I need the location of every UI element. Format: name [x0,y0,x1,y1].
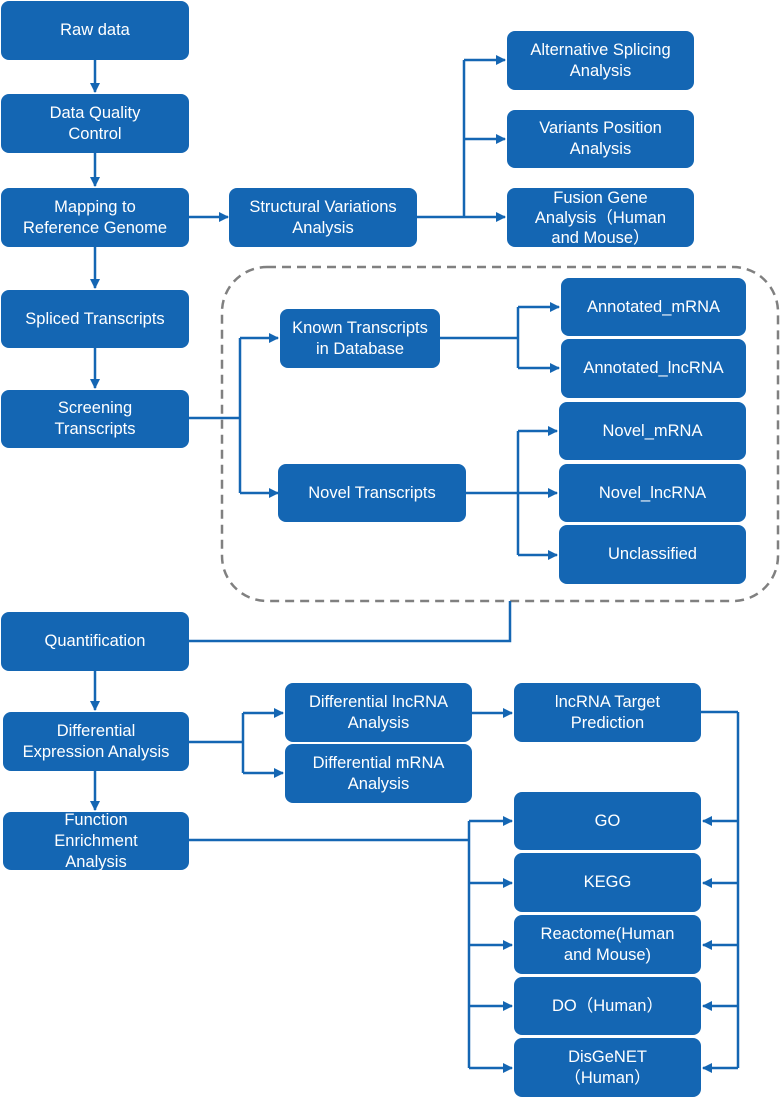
node-annotated-mrna: Annotated_mRNA [561,278,746,336]
node-unclassified: Unclassified [559,525,746,584]
transcript-classification-group [220,265,780,603]
node-differential-lncrna: Differential lncRNA Analysis [285,683,472,742]
node-differential-mrna: Differential mRNA Analysis [285,744,472,803]
node-function-enrichment: Function Enrichment Analysis [3,811,189,871]
node-go: GO [514,792,701,850]
node-data-quality-control: Data Quality Control [1,94,189,153]
node-structural-variations: Structural Variations Analysis [229,188,417,247]
node-raw-data: Raw data [1,1,189,60]
node-differential-expression: Differential Expression Analysis [3,712,189,771]
node-alternative-splicing: Alternative Splicing Analysis [507,31,694,90]
node-variants-position: Variants Position Analysis [507,110,694,168]
node-do: DO（Human） [514,977,701,1035]
node-novel-transcripts: Novel Transcripts [278,464,466,522]
node-known-transcripts: Known Transcripts in Database [280,309,440,368]
node-mapping-to-reference: Mapping to Reference Genome [1,188,189,247]
node-spliced-transcripts: Spliced Transcripts [1,290,189,348]
node-disgenet: DisGeNET （Human） [514,1038,701,1097]
node-kegg: KEGG [514,853,701,912]
node-lncrna-target-prediction: lncRNA Target Prediction [514,683,701,742]
node-quantification: Quantification [1,612,189,671]
node-screening-transcripts: Screening Transcripts [1,390,189,448]
node-novel-mrna: Novel_mRNA [559,402,746,460]
node-reactome: Reactome(Human and Mouse) [514,915,701,974]
node-novel-lncrna: Novel_lncRNA [559,464,746,522]
node-fusion-gene: Fusion Gene Analysis（Human and Mouse） [507,188,694,247]
node-annotated-lncrna: Annotated_lncRNA [561,339,746,398]
group-to-quantification-connector [189,601,512,643]
